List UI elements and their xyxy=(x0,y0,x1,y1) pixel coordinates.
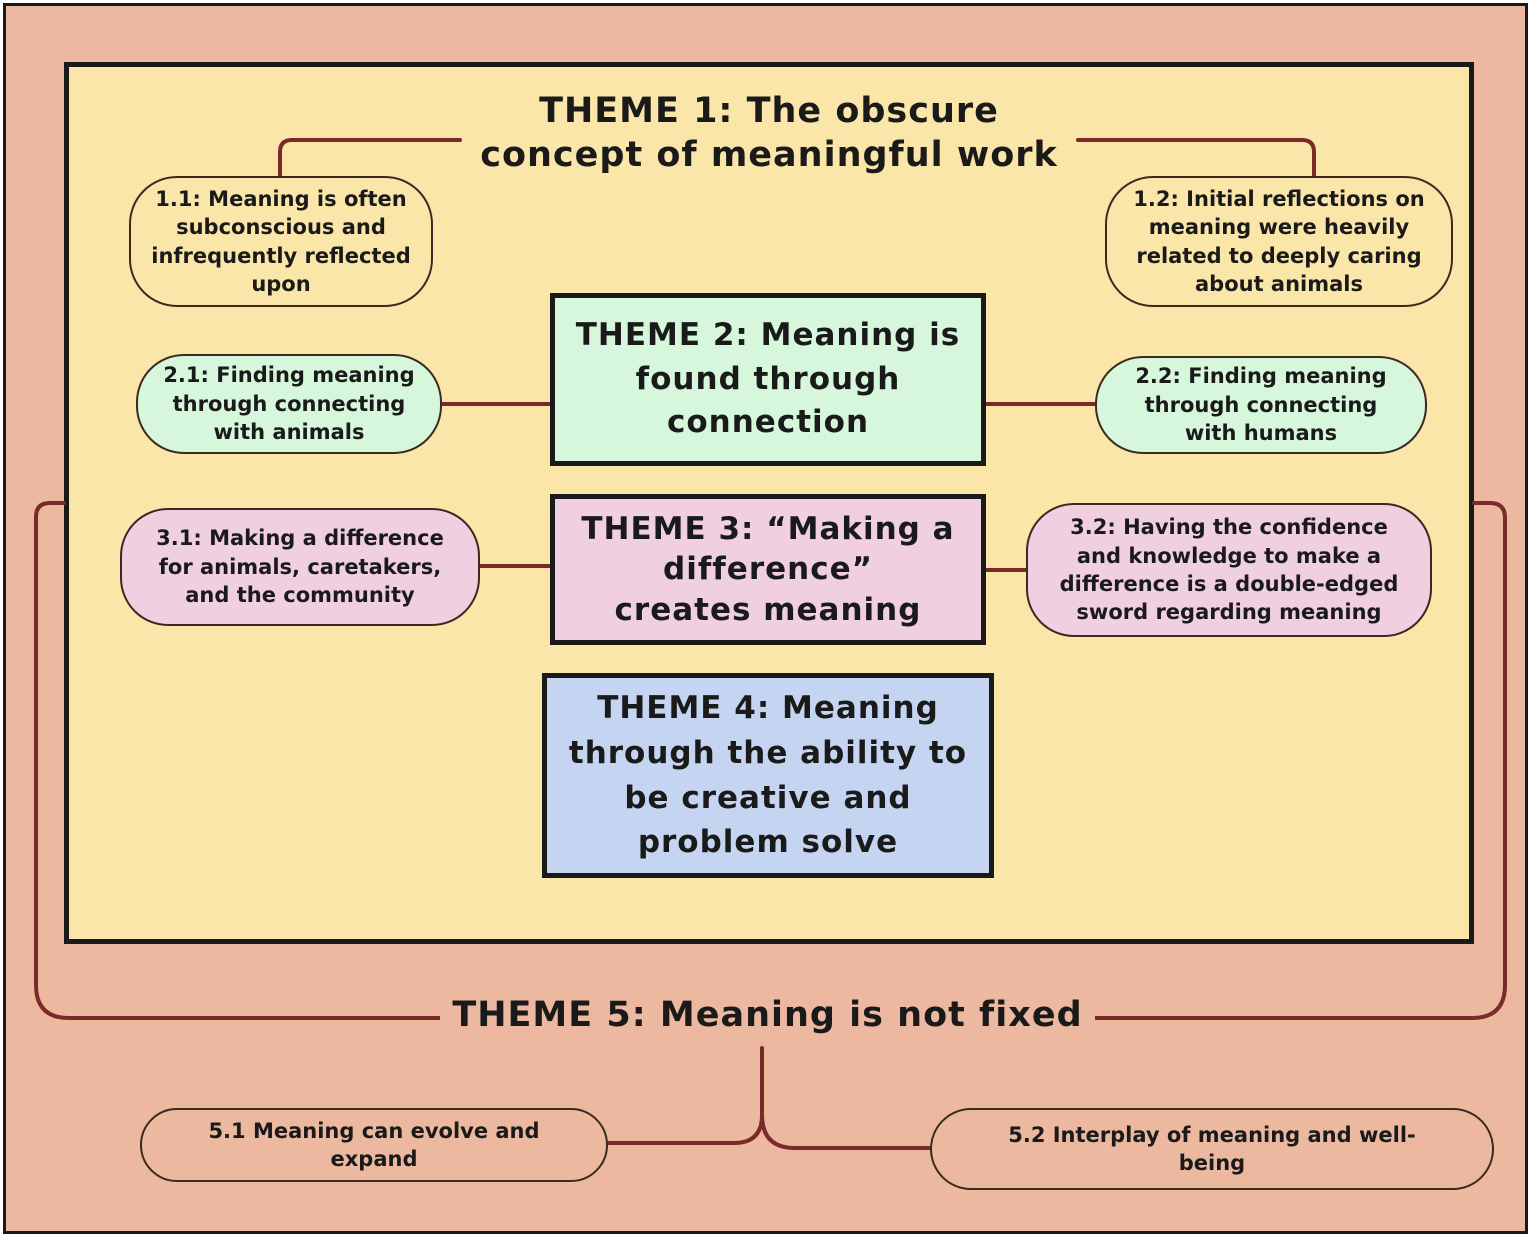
theme-4-box: THEME 4: Meaning through the ability to … xyxy=(542,673,994,878)
subtheme-3-2-line: sword regarding meaning xyxy=(1076,600,1382,625)
subtheme-1-2-line: related to deeply caring xyxy=(1136,243,1422,268)
subtheme-2-1: 2.1: Finding meaning through connecting … xyxy=(136,354,442,454)
theme-2-box: THEME 2: Meaning is found through connec… xyxy=(550,293,986,466)
subtheme-5-1: 5.1 Meaning can evolve and expand xyxy=(140,1108,608,1182)
theme-1-title-line2: concept of meaningful work xyxy=(480,134,1058,175)
subtheme-1-1-line: infrequently reflected xyxy=(151,243,411,268)
subtheme-2-2-line: 2.2: Finding meaning xyxy=(1135,364,1387,389)
subtheme-3-2-line: difference is a double-edged xyxy=(1059,572,1399,596)
subtheme-2-2-line: with humans xyxy=(1184,421,1338,446)
connector-t5-right xyxy=(1093,501,1507,1020)
subtheme-2-1-line: with animals xyxy=(213,420,365,445)
subtheme-5-2-line: being xyxy=(1178,1151,1246,1175)
theme-2-line: found through xyxy=(635,360,901,397)
theme-3-line: THEME 3: “Making a xyxy=(581,511,955,548)
subtheme-5-1-line: 5.1 Meaning can evolve and xyxy=(208,1118,540,1143)
subtheme-1-1-line: upon xyxy=(251,271,311,296)
subtheme-1-2-line: 1.2: Initial reflections on xyxy=(1133,186,1425,211)
theme-5-title: THEME 5: Meaning is not fixed xyxy=(440,994,1095,1038)
theme-2-line: connection xyxy=(666,404,870,441)
theme-1-title: THEME 1: The obscure concept of meaningf… xyxy=(460,90,1078,178)
theme-4-line: through the ability to xyxy=(568,734,968,771)
subtheme-2-1-line: through connecting xyxy=(172,391,406,416)
subtheme-5-1-line: expand xyxy=(330,1147,418,1171)
subtheme-3-1: 3.1: Making a difference for animals, ca… xyxy=(120,508,480,626)
connector-t1-right xyxy=(1076,138,1316,178)
theme-4-line: problem solve xyxy=(637,824,899,861)
connector-t5-sub-left xyxy=(606,1113,764,1145)
subtheme-2-2: 2.2: Finding meaning through connecting … xyxy=(1095,356,1427,454)
subtheme-2-1-line: 2.1: Finding meaning xyxy=(163,363,415,388)
subtheme-1-1: 1.1: Meaning is often subconscious and i… xyxy=(129,176,433,307)
theme-3-line: difference” xyxy=(663,551,873,588)
subtheme-3-2: 3.2: Having the confidence and knowledge… xyxy=(1026,503,1432,637)
subtheme-3-2-line: and knowledge to make a xyxy=(1076,543,1382,568)
subtheme-1-2-line: meaning were heavily xyxy=(1148,215,1410,240)
subtheme-3-2-line: 3.2: Having the confidence xyxy=(1070,515,1388,540)
subtheme-1-2-line: about animals xyxy=(1194,271,1363,296)
connector-t5-left xyxy=(34,501,442,1020)
theme-2-line: THEME 2: Meaning is xyxy=(575,317,961,354)
subtheme-3-1-line: for animals, caretakers, xyxy=(158,554,442,579)
connector-t5-sub-right xyxy=(760,1113,932,1150)
theme-1-title-line1: THEME 1: The obscure xyxy=(539,91,999,131)
theme-3-box: THEME 3: “Making a difference” creates m… xyxy=(550,494,986,645)
theme-3-line: creates meaning xyxy=(614,591,922,628)
theme-4-line: THEME 4: Meaning xyxy=(597,689,939,726)
connector-t1-left xyxy=(278,138,462,178)
theme-4-line: be creative and xyxy=(624,779,912,816)
subtheme-1-2: 1.2: Initial reflections on meaning were… xyxy=(1105,176,1453,307)
subtheme-1-1-line: 1.1: Meaning is often xyxy=(155,186,407,211)
subtheme-3-1-line: 3.1: Making a difference xyxy=(156,526,444,551)
subtheme-5-2: 5.2 Interplay of meaning and well- being xyxy=(930,1108,1494,1190)
subtheme-3-1-line: and the community xyxy=(185,583,415,608)
subtheme-2-2-line: through connecting xyxy=(1144,392,1378,417)
subtheme-1-1-line: subconscious and xyxy=(176,215,386,240)
subtheme-5-2-line: 5.2 Interplay of meaning and well- xyxy=(1008,1122,1416,1147)
